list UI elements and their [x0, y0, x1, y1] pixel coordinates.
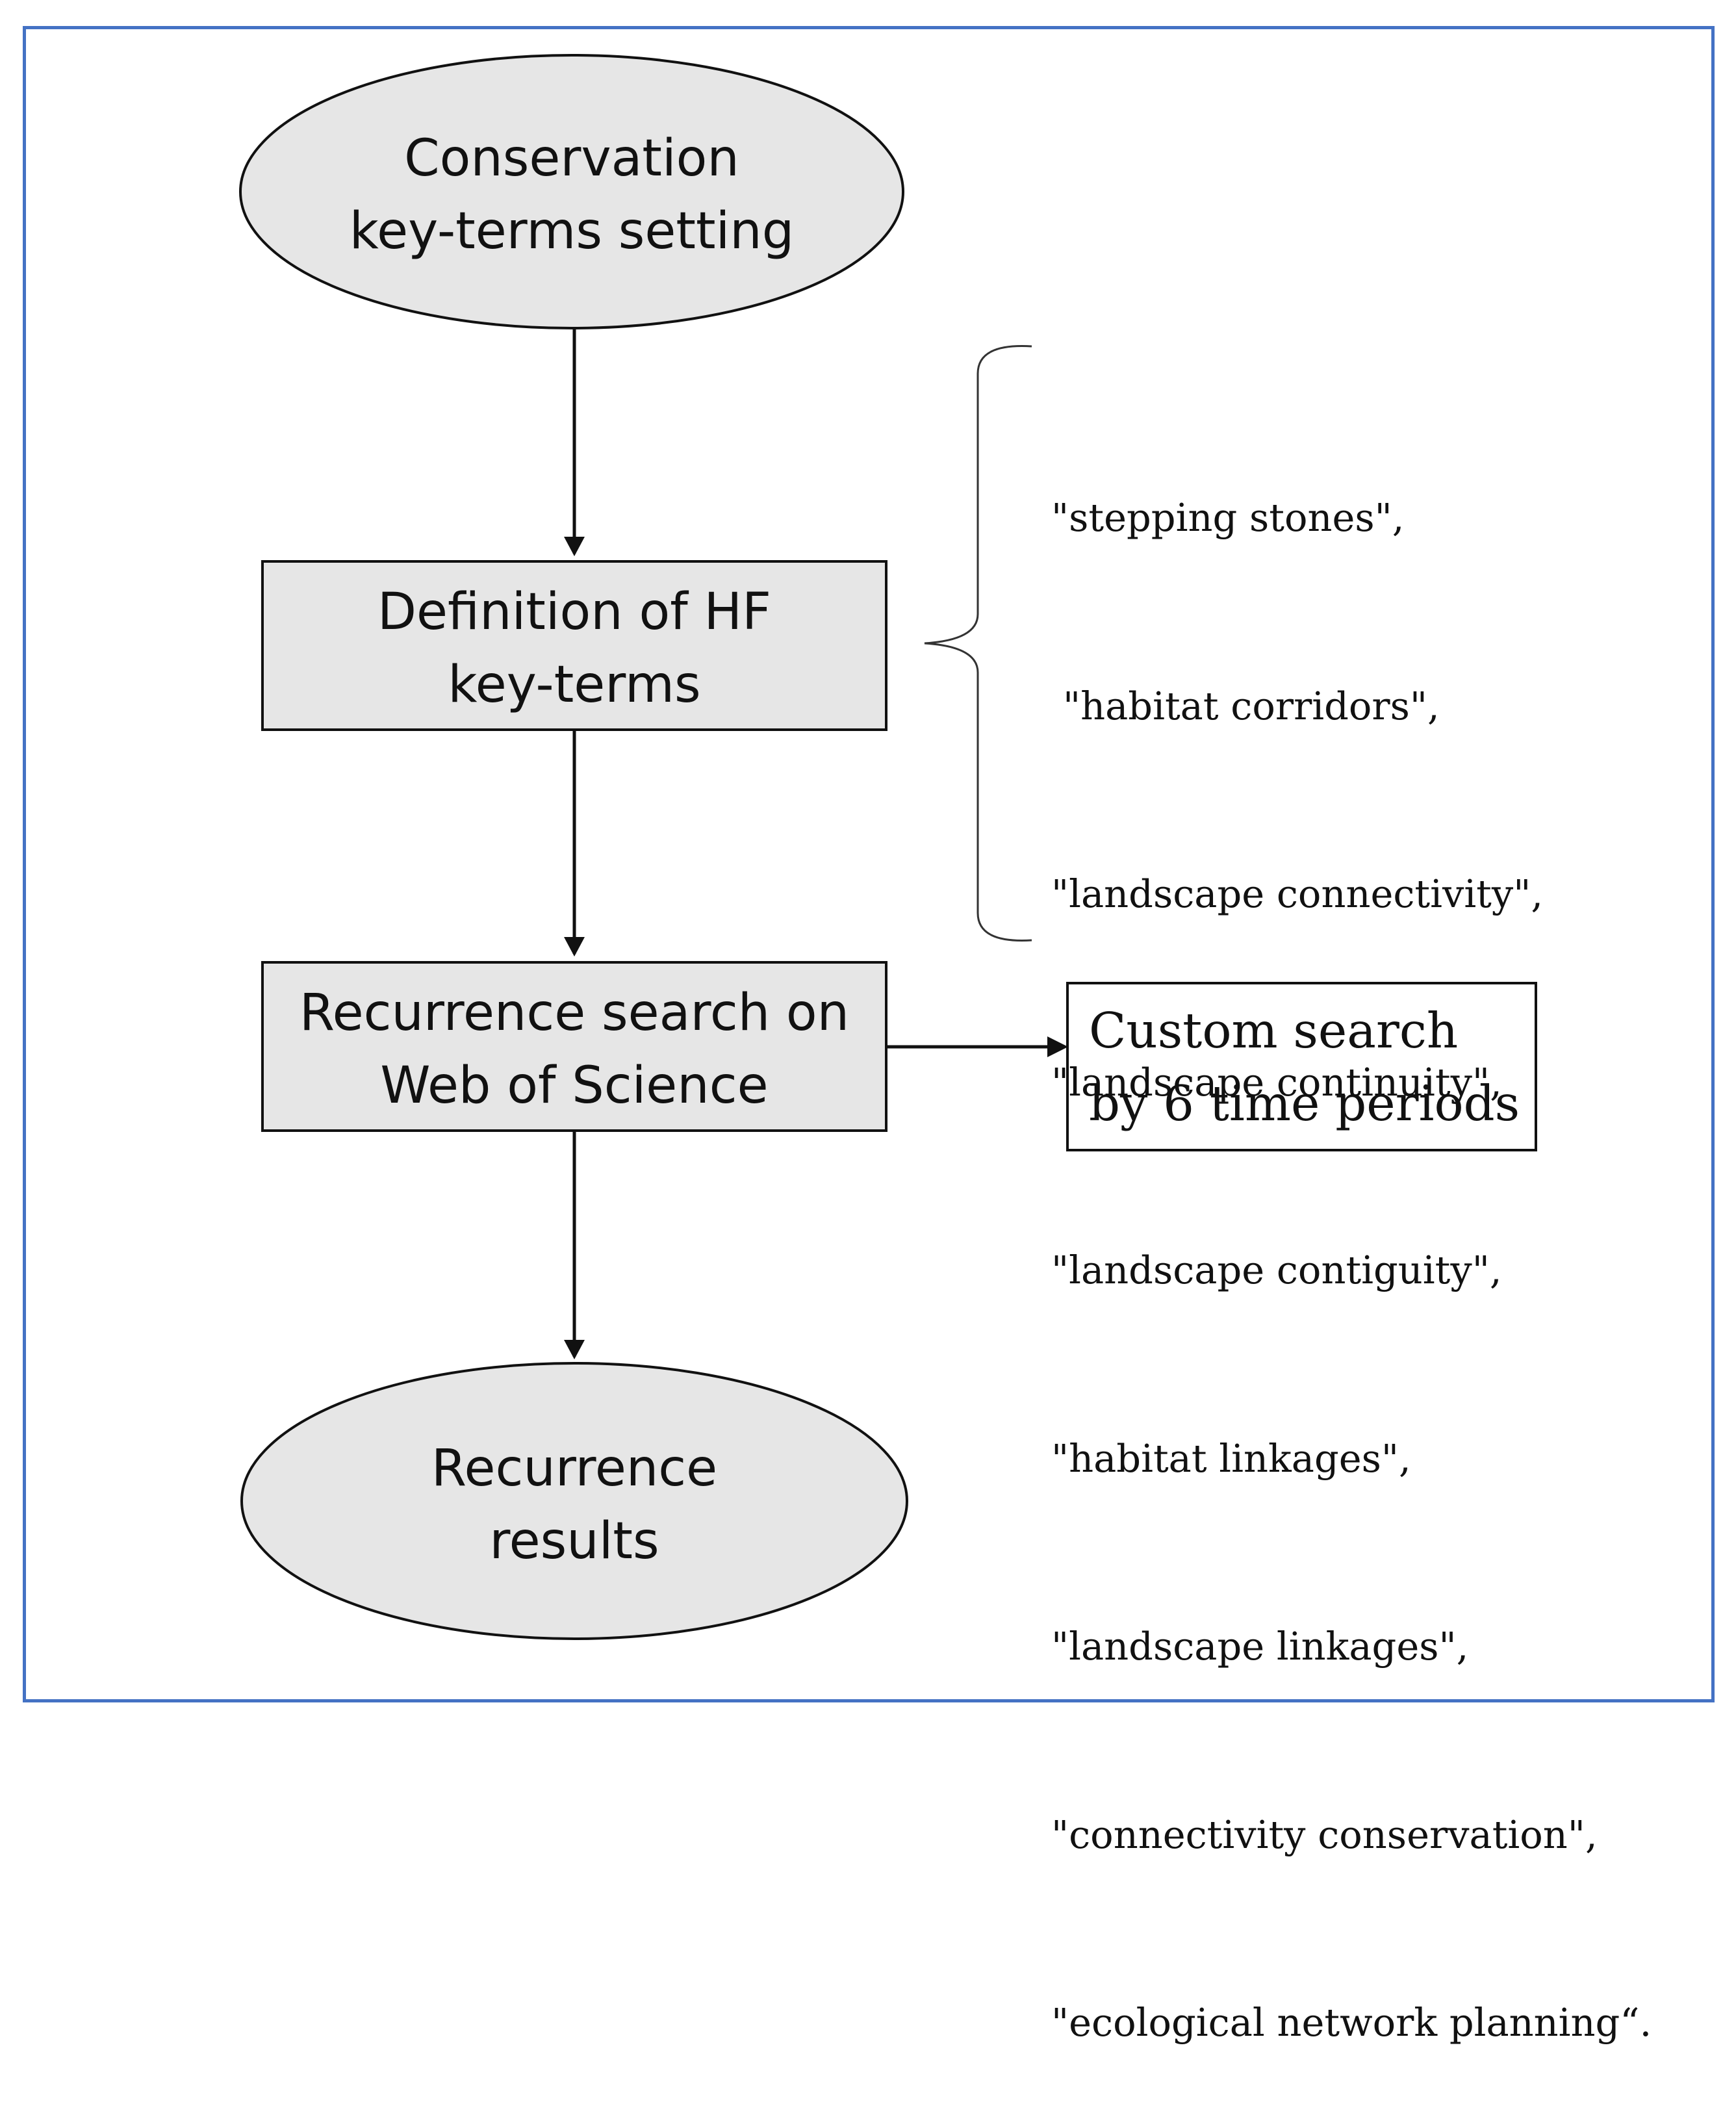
key-terms-list: "stepping stones", "habitat corridors", …: [1051, 361, 1652, 2117]
key-term-item: "connectivity conservation",: [1051, 1812, 1598, 1857]
flowchart-graphics: [239, 54, 1537, 1640]
define-box: [261, 560, 887, 731]
start-ellipse: [239, 54, 904, 329]
search-label: Recurrence search on Web of Science: [299, 984, 850, 1115]
define-label: Definition of HF key-terms: [377, 583, 771, 714]
key-term-item: "habitat corridors",: [1063, 683, 1440, 728]
custom-box: [1066, 982, 1537, 1151]
key-terms-brace: [924, 345, 1032, 942]
results-label: Recurrence results: [431, 1439, 718, 1571]
custom-label: Custom search by 6 time periods: [1089, 1002, 1520, 1132]
key-term-item: "landscape contiguity",: [1051, 1248, 1502, 1292]
arrowhead-start-to-define: [564, 537, 585, 556]
key-term-item: "ecological network planning“.: [1051, 2000, 1652, 2045]
diagram-frame: [23, 26, 1715, 1702]
key-term-item: "landscape connectivity",: [1051, 871, 1544, 916]
key-term-item: "landscape continuity",: [1051, 1059, 1502, 1105]
arrowhead-define-to-search: [564, 937, 585, 956]
key-term-item: "landscape linkages",: [1051, 1624, 1469, 1669]
start-label: Conservation key-terms setting: [349, 129, 795, 261]
key-term-item: "habitat linkages",: [1051, 1435, 1411, 1481]
arrowhead-search-to-results: [564, 1340, 585, 1359]
results-ellipse: [240, 1362, 908, 1640]
arrowhead-search-to-custom: [1047, 1036, 1068, 1057]
search-box: [261, 961, 887, 1132]
key-term-item: "stepping stones",: [1051, 495, 1405, 540]
